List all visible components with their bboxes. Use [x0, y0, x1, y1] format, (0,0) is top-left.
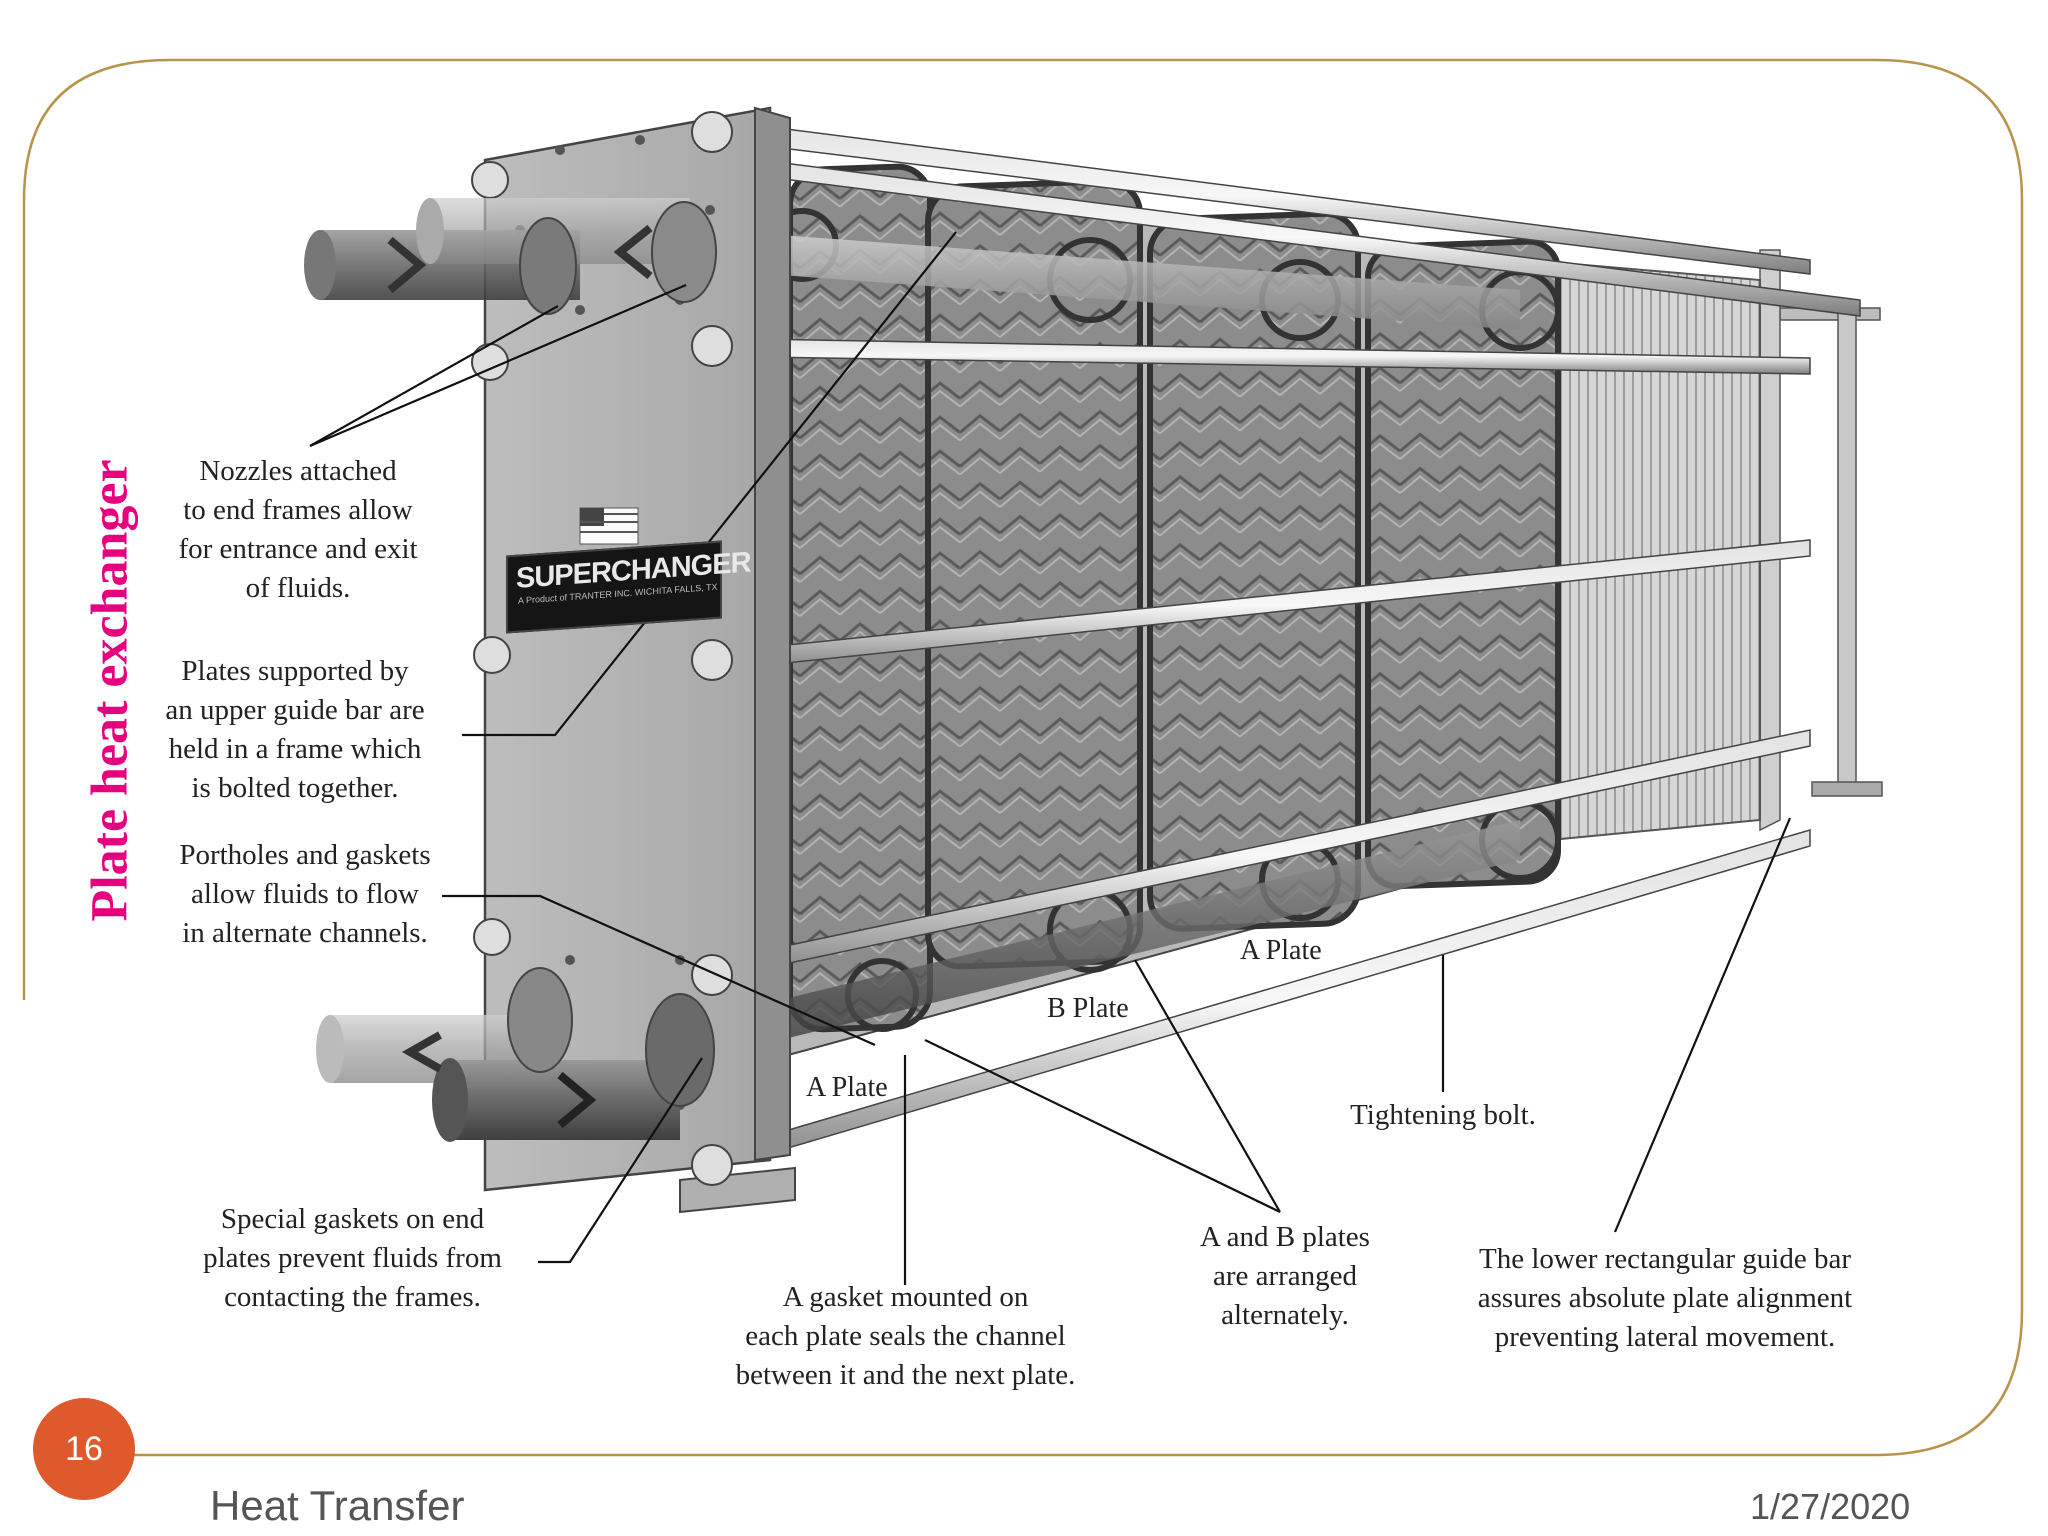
slide-border — [22, 58, 2024, 1457]
callout-line: an upper guide bar are — [165, 694, 425, 726]
flag-icon — [579, 507, 639, 545]
footer-date: 1/27/2020 — [1750, 1486, 1911, 1527]
callout-line: each plate seals the channel — [745, 1320, 1066, 1352]
callout-line: Tightening bolt. — [1350, 1099, 1536, 1131]
callout-ab-plates: A and B plates are arranged alternately. — [1170, 1218, 1400, 1335]
front-end-frame — [471, 106, 796, 1214]
slide-number: 16 — [65, 1429, 103, 1468]
callout-line: allow fluids to flow — [191, 878, 419, 910]
callout-line: alternately. — [1221, 1299, 1349, 1331]
callout-line: preventing lateral movement. — [1494, 1321, 1836, 1353]
tie-rods — [699, 117, 1861, 1176]
b-plate-label: B Plate — [1047, 993, 1129, 1024]
callout-line: A gasket mounted on — [782, 1281, 1029, 1313]
bottom-nozzles — [316, 967, 715, 1142]
footer-course-title: Heat Transfer — [210, 1482, 465, 1529]
callout-line: for entrance and exit — [178, 533, 418, 565]
callout-line: Special gaskets on end — [220, 1203, 485, 1235]
callout-line: A and B plates — [1200, 1221, 1370, 1253]
plate-3 — [1147, 210, 1361, 932]
callout-line: contacting the frames. — [224, 1281, 481, 1313]
callout-line: to end frames allow — [183, 494, 413, 526]
callout-line: plates prevent fluids from — [203, 1242, 502, 1274]
callout-line: assures absolute plate alignment — [1477, 1282, 1853, 1314]
callout-lower-guide-bar: The lower rectangular guide bar assures … — [1440, 1240, 1890, 1357]
callout-line: The lower rectangular guide bar — [1479, 1243, 1851, 1275]
a-plate-label-right: A Plate — [1240, 935, 1322, 966]
callout-line: is bolted together. — [191, 772, 399, 804]
callout-line: are arranged — [1212, 1260, 1358, 1292]
callout-line: Plates supported by — [181, 655, 409, 687]
callout-tightening-bolt: Tightening bolt. — [1318, 1096, 1568, 1135]
callout-line: between it and the next plate. — [735, 1359, 1076, 1391]
callout-special-gaskets: Special gaskets on end plates prevent fl… — [170, 1200, 535, 1317]
callout-line: Portholes and gaskets — [179, 839, 431, 871]
callout-line: of fluids. — [245, 572, 351, 604]
callout-line: held in a frame which — [168, 733, 422, 765]
plate-1 — [787, 163, 933, 1033]
superchanger-nameplate: SUPERCHANGER A Product of TRANTER INC. W… — [506, 540, 751, 634]
plate-stack — [765, 163, 1761, 1062]
plate-4 — [1365, 238, 1561, 890]
leader-lines — [309, 231, 1792, 1285]
slide-title: Plate heat exchanger — [81, 458, 139, 922]
slide-number-badge: 16 — [33, 1398, 135, 1500]
callout-line: in alternate channels. — [182, 917, 428, 949]
callout-nozzles: Nozzles attached to end frames allow for… — [148, 452, 448, 608]
callout-line: Nozzles attached — [199, 455, 397, 487]
callout-plates-supported: Plates supported by an upper guide bar a… — [140, 652, 450, 808]
callout-gasket-mounted: A gasket mounted on each plate seals the… — [708, 1278, 1103, 1395]
a-plate-label-left: A Plate — [806, 1072, 888, 1103]
callout-portholes: Portholes and gaskets allow fluids to fl… — [150, 836, 460, 953]
top-nozzles — [304, 198, 717, 315]
